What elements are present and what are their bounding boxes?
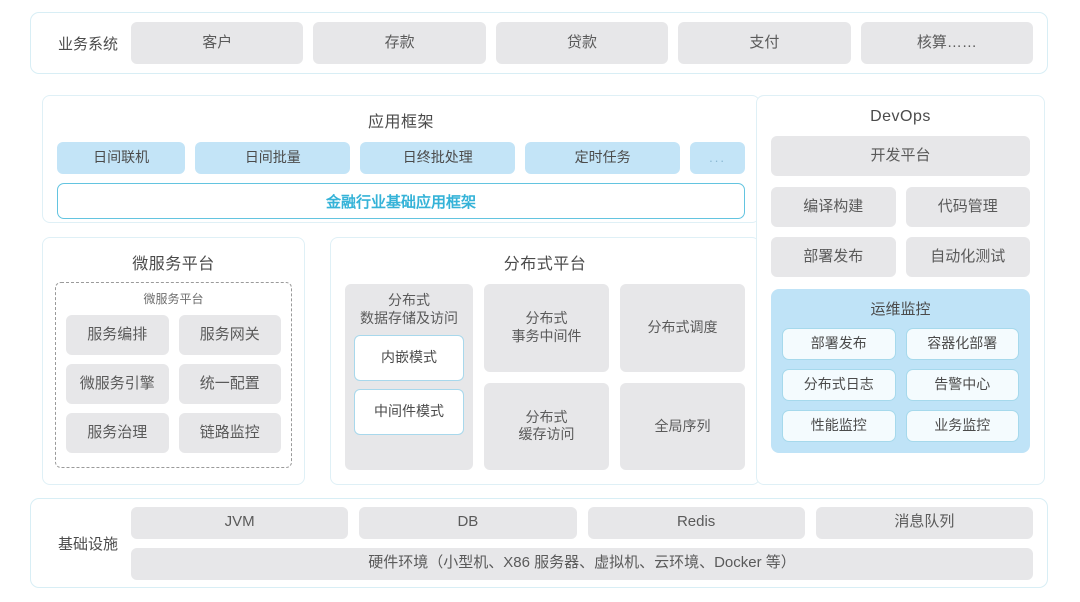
ops-item-1[interactable]: 容器化部署	[905, 328, 1019, 360]
business-systems-label: 业务系统	[57, 35, 118, 53]
microservice-item-2[interactable]: 微服务引擎	[66, 364, 169, 404]
devops-title: DevOps	[870, 108, 931, 125]
distributed-platform-title: 分布式平台	[503, 256, 587, 273]
microservice-inner-title: 微服务平台	[143, 292, 204, 306]
devops-dev-platform[interactable]: 开发平台	[771, 136, 1030, 176]
devops-panel: DevOps 开发平台 编译构建 代码管理 部署发布 自动化测试 运维监控 部署…	[756, 95, 1045, 485]
business-item-3[interactable]: 支付	[678, 22, 851, 64]
devops-item-3[interactable]: 自动化测试	[905, 237, 1030, 277]
ops-item-2[interactable]: 分布式日志	[782, 369, 896, 401]
ops-monitoring-block: 运维监控 部署发布 容器化部署 分布式日志 告警中心 性能监控 业务监控	[771, 289, 1030, 453]
application-framework-title: 应用框架	[367, 114, 434, 131]
ops-item-5[interactable]: 业务监控	[905, 410, 1019, 442]
infrastructure-item-3[interactable]: 消息队列	[815, 506, 1033, 539]
infrastructure-item-1[interactable]: DB	[359, 506, 577, 539]
ops-item-0[interactable]: 部署发布	[782, 328, 896, 360]
microservice-item-0[interactable]: 服务编排	[66, 315, 169, 355]
devops-item-2[interactable]: 部署发布	[771, 237, 896, 277]
infrastructure-row: 基础设施 JVM DB Redis 消息队列 硬件环境（小型机、X86 服务器、…	[30, 498, 1048, 588]
devops-item-0[interactable]: 编译构建	[771, 187, 896, 227]
microservice-platform-panel: 微服务平台 微服务平台 服务编排 服务网关 微服务引擎 统一配置 服务治理 链路…	[42, 237, 305, 485]
ops-monitoring-grid: 部署发布 容器化部署 分布式日志 告警中心 性能监控 业务监控	[782, 328, 1019, 442]
business-item-0[interactable]: 客户	[131, 22, 304, 64]
application-framework-panel: 应用框架 日间联机 日间批量 日终批处理 定时任务 ... 金融行业基础应用框架	[42, 95, 760, 223]
distributed-cells-grid: 分布式事务中间件 分布式调度 分布式缓存访问 全局序列	[484, 284, 745, 470]
ops-monitoring-title: 运维监控	[870, 301, 931, 318]
microservice-item-4[interactable]: 服务治理	[66, 413, 169, 453]
app-framework-tag-3[interactable]: 定时任务	[525, 142, 681, 174]
app-framework-tag-2[interactable]: 日终批处理	[360, 142, 516, 174]
business-systems-chips: 客户 存款 贷款 支付 核算……	[131, 22, 1034, 64]
distributed-storage-caption-line2: 数据存储及访问	[360, 309, 458, 326]
finance-base-framework-bar[interactable]: 金融行业基础应用框架	[57, 183, 745, 219]
devops-items-grid: 编译构建 代码管理 部署发布 自动化测试	[771, 187, 1030, 277]
distributed-body: 分布式 数据存储及访问 内嵌模式 中间件模式 分布式事务中间件 分布式调度 分布…	[345, 284, 745, 470]
infrastructure-label: 基础设施	[57, 535, 118, 553]
distributed-storage-caption-line1: 分布式	[388, 292, 430, 308]
distributed-data-storage-card[interactable]: 分布式 数据存储及访问 内嵌模式 中间件模式	[345, 284, 473, 470]
business-item-1[interactable]: 存款	[313, 22, 486, 64]
app-framework-tag-1[interactable]: 日间批量	[195, 142, 351, 174]
microservice-platform-title: 微服务平台	[132, 256, 215, 273]
distributed-cell-1[interactable]: 分布式调度	[620, 284, 745, 372]
devops-item-1[interactable]: 代码管理	[905, 187, 1030, 227]
hardware-environment-bar[interactable]: 硬件环境（小型机、X86 服务器、虚拟机、云环境、Docker 等）	[131, 547, 1033, 580]
distributed-cell-3[interactable]: 全局序列	[620, 382, 745, 470]
app-framework-tag-0[interactable]: 日间联机	[57, 142, 186, 174]
microservice-items-grid: 服务编排 服务网关 微服务引擎 统一配置 服务治理 链路监控	[66, 315, 281, 453]
business-item-2[interactable]: 贷款	[495, 22, 669, 64]
distributed-storage-caption: 分布式 数据存储及访问	[360, 292, 458, 327]
business-systems-row: 业务系统 客户 存款 贷款 支付 核算……	[30, 12, 1048, 74]
storage-mode-middleware[interactable]: 中间件模式	[354, 389, 464, 435]
distributed-platform-panel: 分布式平台 分布式 数据存储及访问 内嵌模式 中间件模式 分	[330, 237, 760, 485]
microservice-item-1[interactable]: 服务网关	[178, 315, 281, 355]
microservice-item-5[interactable]: 链路监控	[178, 413, 281, 453]
app-framework-tag-more[interactable]: ...	[690, 142, 746, 174]
ops-item-3[interactable]: 告警中心	[905, 369, 1019, 401]
business-item-4[interactable]: 核算……	[860, 22, 1034, 64]
infrastructure-item-0[interactable]: JVM	[131, 506, 349, 539]
infrastructure-items: JVM DB Redis 消息队列	[131, 506, 1033, 539]
storage-mode-embedded[interactable]: 内嵌模式	[354, 335, 464, 381]
ops-item-4[interactable]: 性能监控	[782, 410, 896, 442]
platform-group: 微服务平台 微服务平台 服务编排 服务网关 微服务引擎 统一配置 服务治理 链路…	[42, 237, 760, 485]
application-framework-tags: 日间联机 日间批量 日终批处理 定时任务 ...	[57, 142, 746, 174]
infrastructure-stack: JVM DB Redis 消息队列 硬件环境（小型机、X86 服务器、虚拟机、云…	[131, 506, 1033, 580]
microservice-item-3[interactable]: 统一配置	[178, 364, 281, 404]
microservice-inner-box: 微服务平台 服务编排 服务网关 微服务引擎 统一配置 服务治理 链路监控	[55, 282, 292, 468]
distributed-cell-2[interactable]: 分布式缓存访问	[484, 382, 609, 470]
distributed-cell-0[interactable]: 分布式事务中间件	[484, 284, 609, 372]
left-column: 应用框架 日间联机 日间批量 日终批处理 定时任务 ... 金融行业基础应用框架…	[42, 95, 760, 485]
infrastructure-item-2[interactable]: Redis	[587, 506, 805, 539]
distributed-storage-column: 分布式 数据存储及访问 内嵌模式 中间件模式	[345, 284, 473, 470]
